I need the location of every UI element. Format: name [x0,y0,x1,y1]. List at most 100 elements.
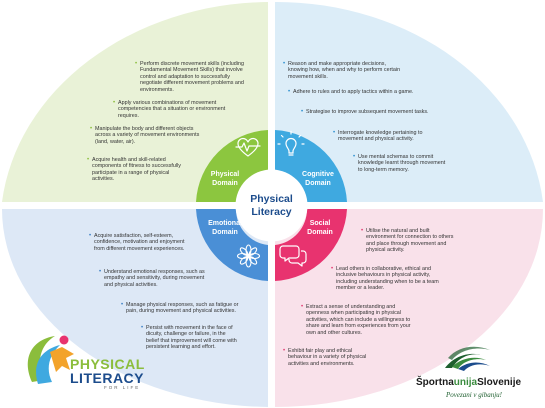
bullet-line: activities. [92,176,115,183]
physical-bullet-1: Perform discrete movement skills (includ… [135,61,270,93]
bullet-line: Lead others in collaborative, ethical an… [336,266,431,272]
bullet-line: to long-term memory. [358,166,409,173]
bullet-line: pain, during movement and physical activ… [126,308,236,315]
logo-slovenije: Slovenije [477,377,522,388]
center-title-line1: Physical [250,193,293,205]
bullet-line: empathy and sensitivity, during movement [104,275,205,282]
bullet-line: knowledge learnt through movement [358,160,446,167]
bullet-line: physical activity. [366,247,405,254]
speech-bubbles-icon [279,245,307,267]
social-domain-label-line1: Social [310,220,331,227]
physical-domain-label-line1: Physical [211,171,239,178]
bullet-line: (land, water, air). [95,138,136,145]
bullet-line: own and other cultures. [306,329,363,336]
bullet-line: and physical activities. [104,281,158,288]
physical-ring-segment [196,130,268,202]
bullet-line: activities, which can include a willingn… [306,316,411,323]
bullet-line: Apply various combinations of movement [118,100,217,106]
bullet-line: knowing how, when and why to perform cer… [288,67,401,74]
cognitive-quadrant-bg [275,1,543,202]
physical-bullet-4: Acquire health and skill-relatedcomponen… [87,157,212,183]
bullet-line: components of fitness to successfully [92,163,181,170]
logo-tagline: FOR LIFE [104,385,141,390]
logo-unija: unija [453,377,478,388]
bullet-line: Understand emotional responses, such as [104,269,205,275]
cognitive-bullet-4: Interrogate knowledge pertaining tomovem… [333,130,468,143]
bullet-line: persistent learning and effort. [146,344,216,351]
logo-slogan: Povezani v gibanju! [446,391,502,399]
center-circle [235,169,308,242]
emotional-ring-segment [196,209,268,281]
social-bullet-3: Extract a sense of understanding andopen… [301,304,446,336]
bullet-line: Adhere to rules and to apply tactics wit… [293,89,414,95]
bullet-line: member or a leader. [336,285,385,292]
social-domain-label-line2: Domain [307,229,333,236]
bullet-line: activities and environments. [288,360,355,367]
bullet-line: Interrogate knowledge pertaining to [338,130,423,136]
bullet-line: Acquire satisfaction, self-esteem, [94,233,174,239]
bullet-line: Manage physical responses, such as fatig… [126,302,239,308]
bullet-line: belief that improvement will come with [146,337,237,344]
bullet-line: negotiate different movement problems an… [140,80,244,87]
bullet-line: Persist with movement in the face of [146,325,233,331]
physical-bullet-2: Apply various combinations of movementco… [113,100,248,119]
bullet-line: environments. [140,86,174,93]
bullet-line: Extract a sense of understanding and [306,304,396,310]
bullet-line: Perform discrete movement skills (includ… [140,61,244,67]
bullet-line: Strategise to improve subsequent movemen… [306,109,429,115]
emotional-domain-label-line1: Emotional [208,220,242,227]
bullet-line: movement skills. [288,73,328,80]
cognitive-bullet-3: Strategise to improve subsequent movemen… [301,109,456,116]
physical-bullet-3: Manipulate the body and different object… [90,126,225,145]
social-bullet-2: Lead others in collaborative, ethical an… [331,266,476,292]
bullet-line: confidence, motivation and enjoyment [94,239,185,246]
bullet-line: including understanding when to be a tea… [336,278,439,285]
bullet-line: Fundamental Movement Skills) that involv… [140,67,243,74]
bullet-line: Utilise the natural and built [366,228,430,234]
bullet-line: and place through movement and [366,240,447,247]
emotional-bullet-2: Understand emotional responses, such ase… [99,269,239,288]
bullet-line: Acquire health and skill-related [92,157,166,163]
cognitive-bullet-1: Reason and make appropriate decisions,kn… [283,61,428,80]
emotional-bullet-4: Persist with movement in the face ofdicu… [141,325,276,351]
bullet-line: requires. [118,112,139,119]
logo-word-literacy: LITERACY [70,370,144,386]
bullet-line: movement and physical activity. [338,136,414,143]
physical-literacy-logo-mark [27,335,74,384]
bullet-line: Reason and make appropriate decisions, [288,61,386,67]
bullet-line: share and learn from experiences from yo… [306,323,411,330]
bullet-line: environment for connection to others [366,234,454,241]
bullet-line: participate in a range of physical [92,169,170,176]
logo-sportna: Športna [416,377,454,388]
social-bullet-1: Utilise the natural and builtenvironment… [361,228,496,254]
bullet-line: openness when participating in physical [306,310,401,317]
bullet-line: Use mental schemas to commit [358,154,434,160]
bullet-line: across a variety of movement environment… [95,132,200,139]
sportna-unija-logo: ŠportnaunijaSlovenije Povezani v gibanju… [416,372,521,399]
logo-word-physical: PHYSICAL [70,356,145,372]
flower-icon [236,244,261,268]
emotional-domain-label-line2: Domain [212,229,238,236]
emotional-bullet-3: Manage physical responses, such as fatig… [121,302,266,315]
bullet-line: Manipulate the body and different object… [95,126,194,132]
physical-literacy-logo: PHYSICAL LITERACY FOR LIFE [70,357,145,391]
lightbulb-icon [277,130,305,156]
physical-domain-label-line2: Domain [212,180,238,187]
heart-pulse-icon [235,137,261,157]
emotional-bullet-1: Acquire satisfaction, self-esteem,confid… [89,233,224,252]
cognitive-ring-segment [275,130,347,202]
sportna-unija-logo-mark [445,346,490,371]
bullet-line: inclusive behaviours in physical activit… [336,272,431,279]
cognitive-bullet-2: Adhere to rules and to apply tactics wit… [288,89,443,96]
bullet-line: from different movement experiences. [94,245,185,252]
bullet-line: competencies that a situation or environ… [118,106,226,113]
bullet-line: behaviour in a variety of physical [288,354,367,361]
cognitive-domain-label-line2: Domain [305,180,331,187]
bullet-line: Exhibit fair play and ethical [288,348,353,354]
cognitive-domain-label-line1: Cognitive [302,171,334,178]
bullet-line: control and adaptation to successfully [140,73,230,80]
bullet-line: dicuity, challenge or failure, in the [146,331,226,338]
center-title-line2: Literacy [251,206,291,218]
